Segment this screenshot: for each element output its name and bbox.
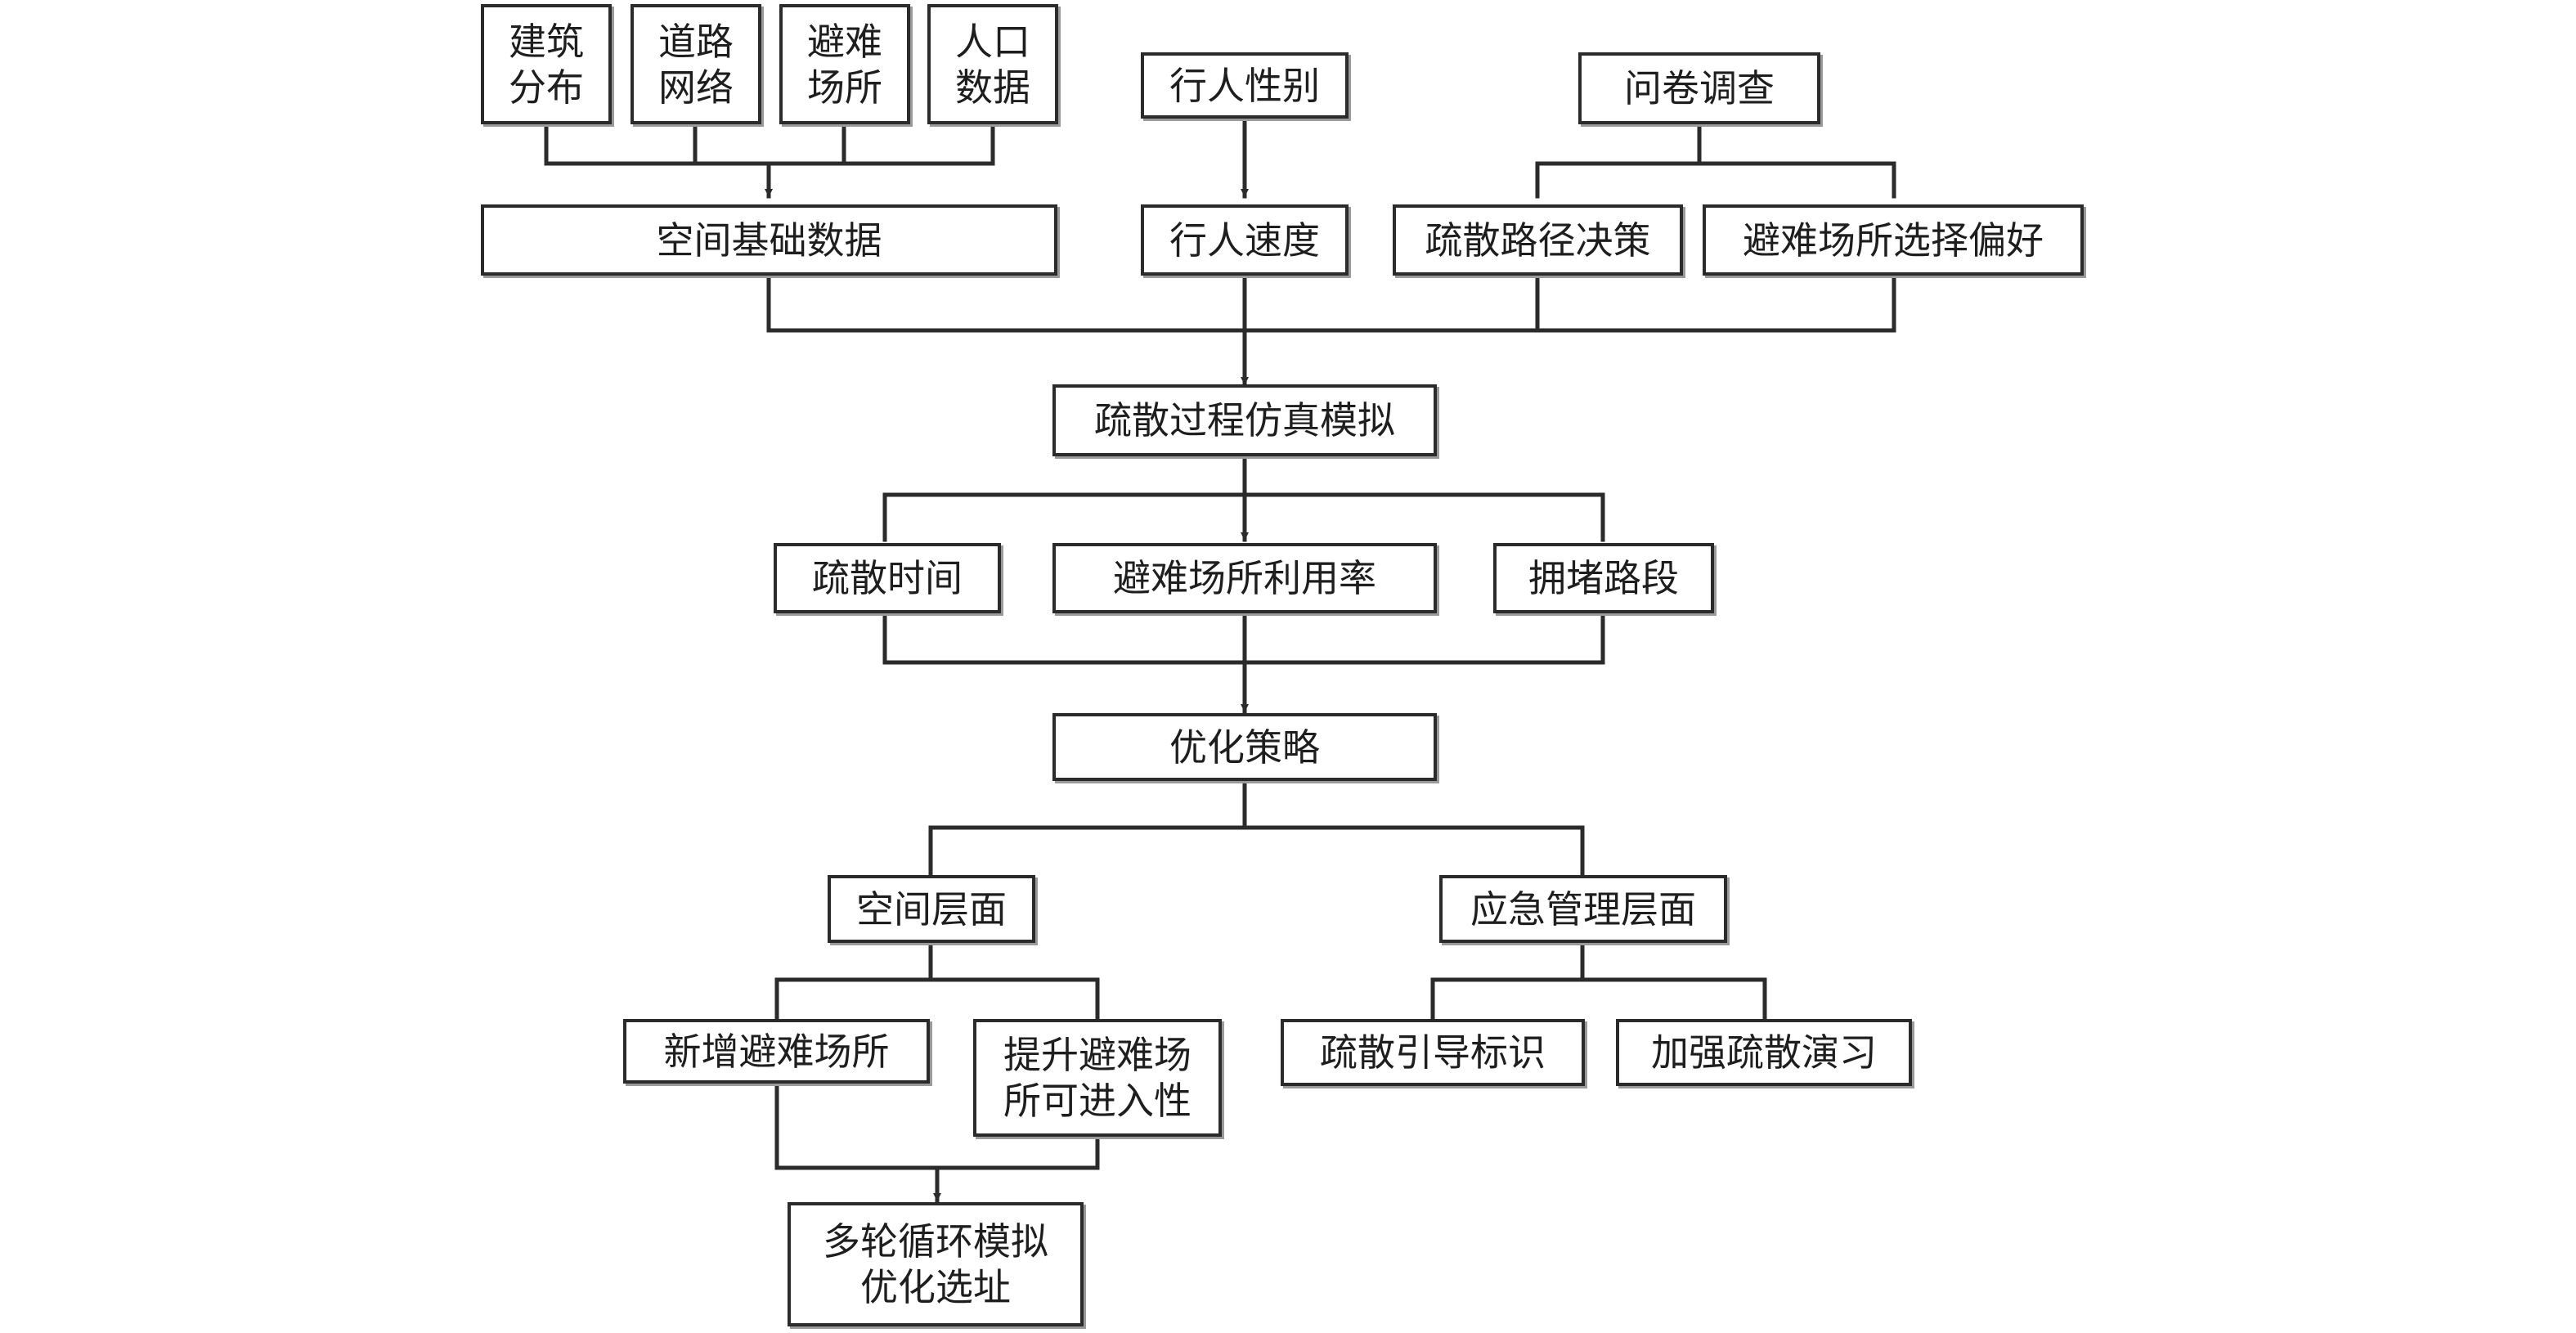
node-questionnaire: 问卷调查 (1578, 52, 1820, 124)
node-label: 行人速度 (1169, 218, 1320, 263)
node-label: 人口 数据 (955, 19, 1030, 110)
node-label: 提升避难场 所可进入性 (1003, 1033, 1192, 1123)
node-improve-shelter-accessibility: 提升避难场 所可进入性 (973, 1019, 1222, 1137)
node-label: 疏散时间 (812, 556, 963, 600)
node-add-new-shelters: 新增避难场所 (623, 1019, 930, 1084)
node-road-network: 道路 网络 (631, 4, 761, 124)
node-emergency-management-level: 应急管理层面 (1439, 875, 1727, 943)
node-congested-sections: 拥堵路段 (1493, 543, 1714, 613)
node-evacuation-route-decision: 疏散路径决策 (1393, 204, 1683, 276)
node-building-distribution: 建筑 分布 (481, 4, 612, 124)
node-label: 新增避难场所 (663, 1029, 890, 1074)
node-population-data: 人口 数据 (927, 4, 1058, 124)
node-label: 优化策略 (1169, 725, 1320, 770)
node-label: 疏散过程仿真模拟 (1094, 398, 1395, 442)
connector-emergency-children (1430, 977, 1767, 1020)
node-label: 避难场所选择偏好 (1743, 218, 2044, 263)
node-label: 多轮循环模拟 优化选址 (823, 1219, 1048, 1309)
node-label: 拥堵路段 (1528, 556, 1679, 600)
node-multi-round-simulation: 多轮循环模拟 优化选址 (788, 1202, 1084, 1326)
node-evacuation-simulation: 疏散过程仿真模拟 (1052, 384, 1437, 456)
node-label: 道路 网络 (658, 19, 734, 110)
connector-questionnaire (1535, 161, 1896, 199)
node-label: 问卷调查 (1624, 66, 1775, 110)
node-shelters: 避难 场所 (779, 4, 910, 124)
connector-data-sources (544, 122, 995, 166)
connector-strategy-levels (928, 825, 1585, 876)
node-label: 避难场所利用率 (1113, 556, 1376, 600)
node-label: 行人性别 (1169, 63, 1320, 108)
node-optimization-strategy: 优化策略 (1052, 713, 1437, 781)
node-spatial-level: 空间层面 (828, 875, 1035, 943)
connector-simulation-outputs (882, 492, 1605, 542)
node-spatial-base-data: 空间基础数据 (481, 204, 1057, 276)
node-pedestrian-speed: 行人速度 (1141, 204, 1349, 276)
node-label: 建筑 分布 (509, 19, 584, 110)
connector-to-simulation (766, 273, 1896, 333)
node-evacuation-guidance-signs: 疏散引导标识 (1281, 1019, 1585, 1086)
node-label: 空间层面 (856, 886, 1007, 931)
node-strengthen-evacuation-drills: 加强疏散演习 (1616, 1019, 1912, 1086)
node-shelter-choice-preference: 避难场所选择偏好 (1703, 204, 2084, 276)
node-evacuation-time: 疏散时间 (774, 543, 1001, 613)
node-label: 加强疏散演习 (1651, 1030, 1877, 1075)
node-pedestrian-gender: 行人性别 (1141, 52, 1349, 119)
node-label: 疏散路径决策 (1425, 218, 1651, 263)
connector-spatial-children (774, 977, 1100, 1020)
node-shelter-utilization: 避难场所利用率 (1052, 543, 1437, 613)
node-label: 疏散引导标识 (1320, 1030, 1546, 1075)
node-label: 避难 场所 (807, 19, 882, 110)
node-label: 应急管理层面 (1470, 886, 1696, 931)
node-label: 空间基础数据 (656, 218, 882, 263)
